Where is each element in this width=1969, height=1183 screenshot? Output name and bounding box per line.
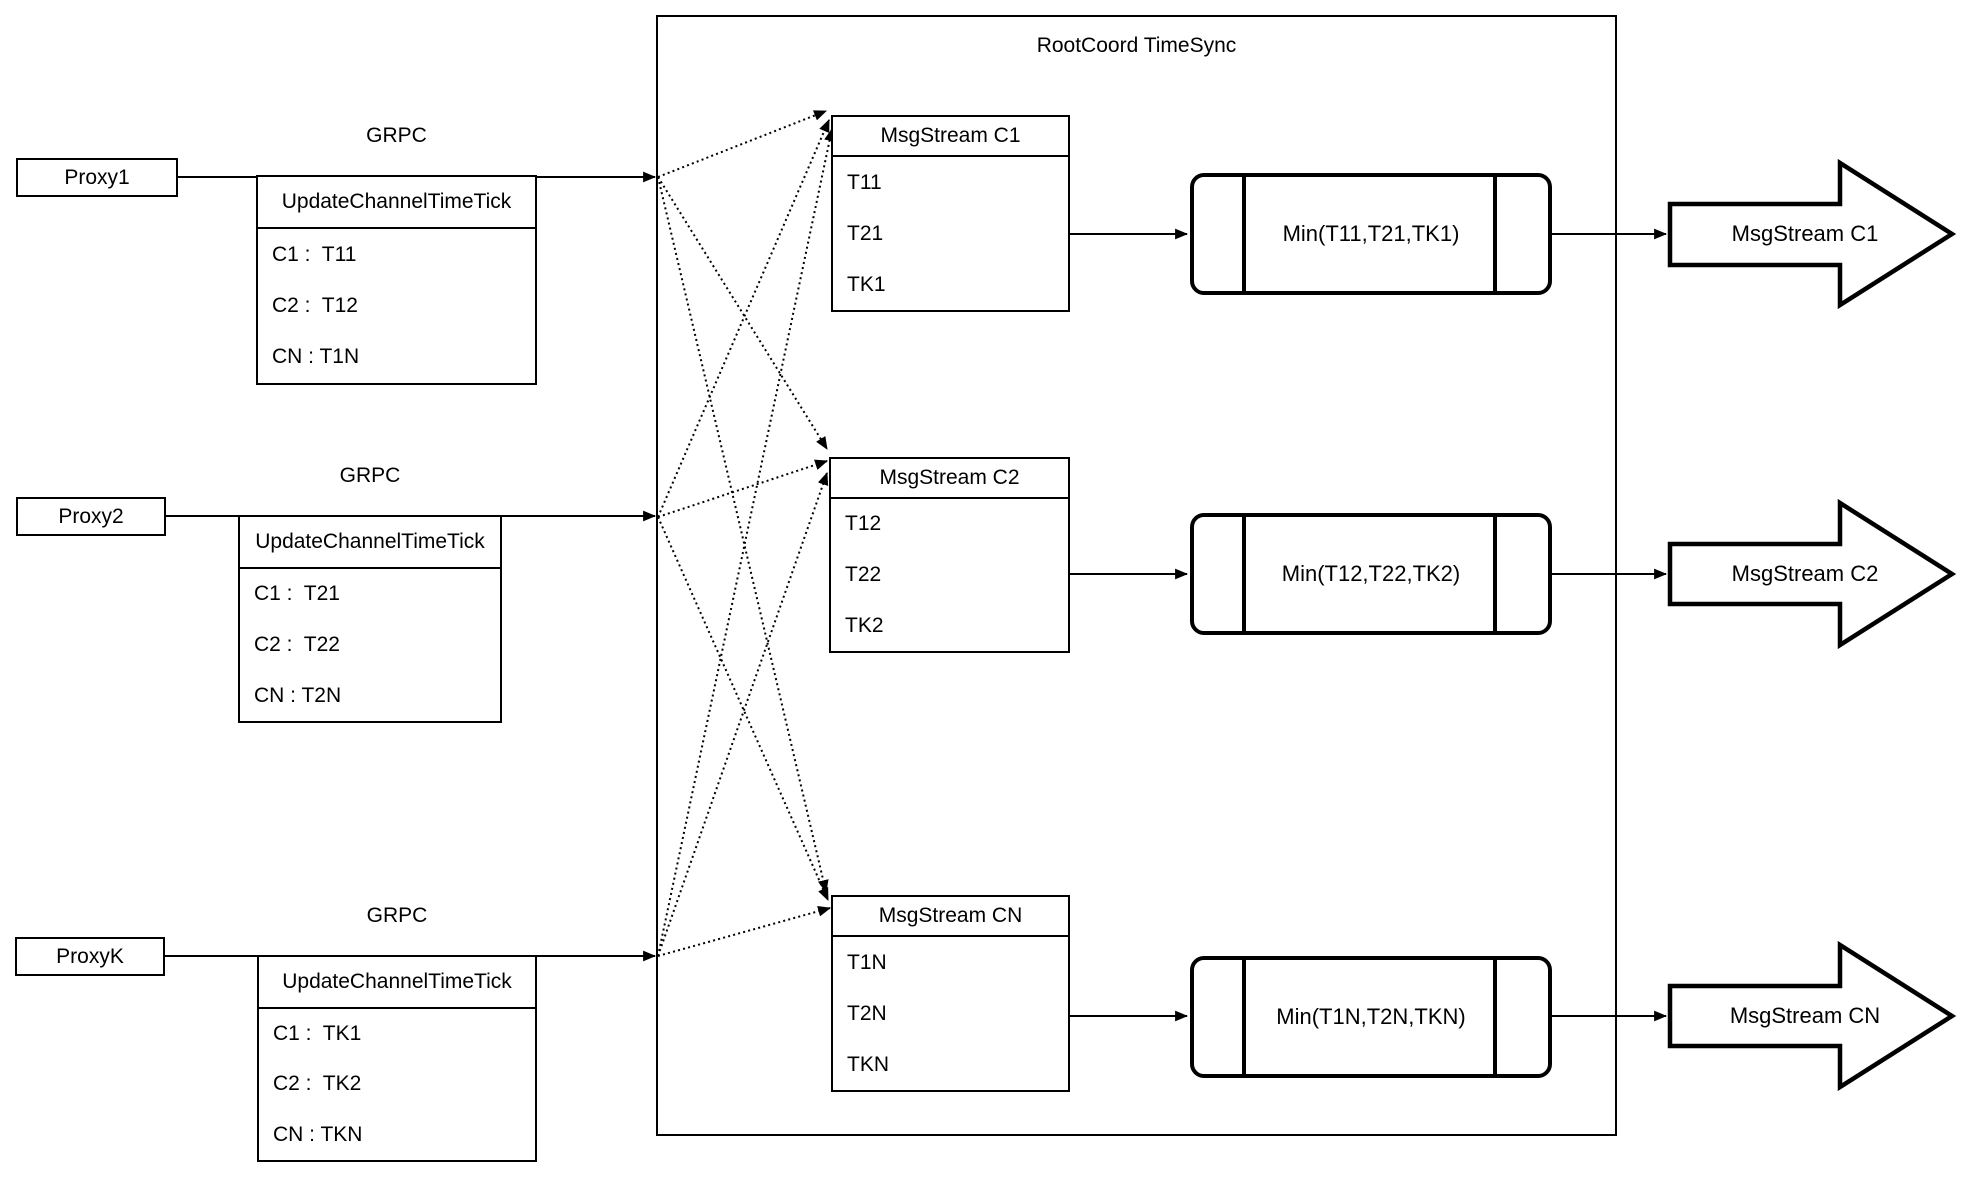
- rootcoord-title: RootCoord TimeSync: [1036, 34, 1237, 57]
- table-row: TK1: [847, 272, 886, 296]
- table-row: CN : T2N: [254, 683, 342, 707]
- table-row: C2 : T12: [272, 293, 358, 317]
- fanout-proxy2-to-cn: [657, 516, 829, 901]
- min-c1-label: Min(T11,T21,TK1): [1282, 221, 1460, 246]
- output-arrow-cn-label: MsgStream CN: [1729, 1003, 1881, 1028]
- fanout-proxyk-to-c1: [657, 127, 835, 957]
- table-row: TK2: [845, 613, 884, 637]
- fanout-proxy1-to-c2: [657, 176, 828, 450]
- table-row: TKN: [847, 1052, 889, 1076]
- msgstream-c1-table: MsgStream C1 T11 T21 TK1: [831, 115, 1070, 312]
- update-channel-timetick-table-2: UpdateChannelTimeTick C1 : T21 C2 : T22 …: [238, 515, 502, 723]
- proxy1-label: Proxy1: [64, 165, 130, 189]
- pipeline-divider-left: [1242, 960, 1246, 1074]
- output-arrow-c2-label: MsgStream C2: [1731, 561, 1879, 586]
- grpc-label-1: GRPC: [366, 124, 427, 147]
- msgstream-cn-table: MsgStream CN T1N T2N TKN: [831, 895, 1070, 1092]
- table-row: CN : T1N: [272, 345, 360, 369]
- fanout-proxy2-to-c1: [657, 119, 830, 518]
- table-header: MsgStream C2: [831, 459, 1068, 499]
- update-channel-timetick-table-1: UpdateChannelTimeTick C1 : T11 C2 : T12 …: [256, 175, 537, 385]
- output-arrow-c2-shape: [1667, 498, 1957, 650]
- table-header: UpdateChannelTimeTick: [258, 177, 535, 229]
- table-header: MsgStream CN: [833, 897, 1068, 937]
- msgstream-c2-table: MsgStream C2 T12 T22 TK2: [829, 457, 1070, 653]
- table-row: T21: [847, 221, 884, 245]
- min-box-c2: Min(T12,T22,TK2): [1190, 513, 1552, 635]
- update-channel-timetick-table-3: UpdateChannelTimeTick C1 : TK1 C2 : TK2 …: [257, 955, 537, 1162]
- grpc-label-2: GRPC: [339, 464, 401, 487]
- proxy2-node: Proxy2: [16, 497, 166, 536]
- table-row: T2N: [847, 1001, 887, 1025]
- table-row: C1 : T11: [272, 242, 357, 266]
- table-row: T12: [845, 512, 882, 536]
- proxyk-node: ProxyK: [15, 937, 165, 976]
- table-header: MsgStream C1: [833, 117, 1068, 157]
- min-cn-label: Min(T1N,T2N,TKN): [1276, 1004, 1466, 1029]
- output-arrow-c1-shape: [1667, 158, 1957, 310]
- pipeline-divider-right: [1493, 517, 1497, 631]
- table-row: C2 : TK2: [273, 1072, 362, 1096]
- table-row: T11: [847, 170, 882, 194]
- proxy2-label: Proxy2: [58, 504, 124, 528]
- table-header: UpdateChannelTimeTick: [259, 957, 535, 1009]
- table-row: T1N: [847, 950, 887, 974]
- table-row: C1 : T21: [254, 582, 340, 606]
- table-row: CN : TKN: [273, 1122, 363, 1146]
- min-c2-label: Min(T12,T22,TK2): [1281, 561, 1461, 586]
- output-arrow-c1-label: MsgStream C1: [1731, 221, 1879, 246]
- min-box-c1: Min(T11,T21,TK1): [1190, 173, 1552, 295]
- fanout-proxy1-to-c1: [657, 110, 828, 178]
- fanout-proxyk-to-cn: [657, 905, 832, 957]
- pipeline-divider-right: [1493, 177, 1497, 291]
- table-row: T22: [845, 563, 882, 586]
- proxy1-node: Proxy1: [16, 158, 178, 197]
- min-box-cn: Min(T1N,T2N,TKN): [1190, 956, 1552, 1078]
- table-row: C2 : T22: [254, 633, 340, 656]
- fanout-proxy2-to-c2: [657, 459, 829, 518]
- rootcoord-timesync-container: RootCoord TimeSync: [656, 15, 1617, 1136]
- fanout-proxyk-to-c2: [657, 471, 829, 957]
- pipeline-divider-left: [1242, 517, 1246, 631]
- grpc-label-3: GRPC: [366, 904, 428, 927]
- output-arrow-cn-shape: [1667, 940, 1957, 1092]
- proxyk-label: ProxyK: [56, 944, 124, 968]
- pipeline-divider-right: [1493, 960, 1497, 1074]
- pipeline-divider-left: [1242, 177, 1246, 291]
- table-header: UpdateChannelTimeTick: [240, 517, 500, 569]
- table-row: C1 : TK1: [273, 1022, 362, 1046]
